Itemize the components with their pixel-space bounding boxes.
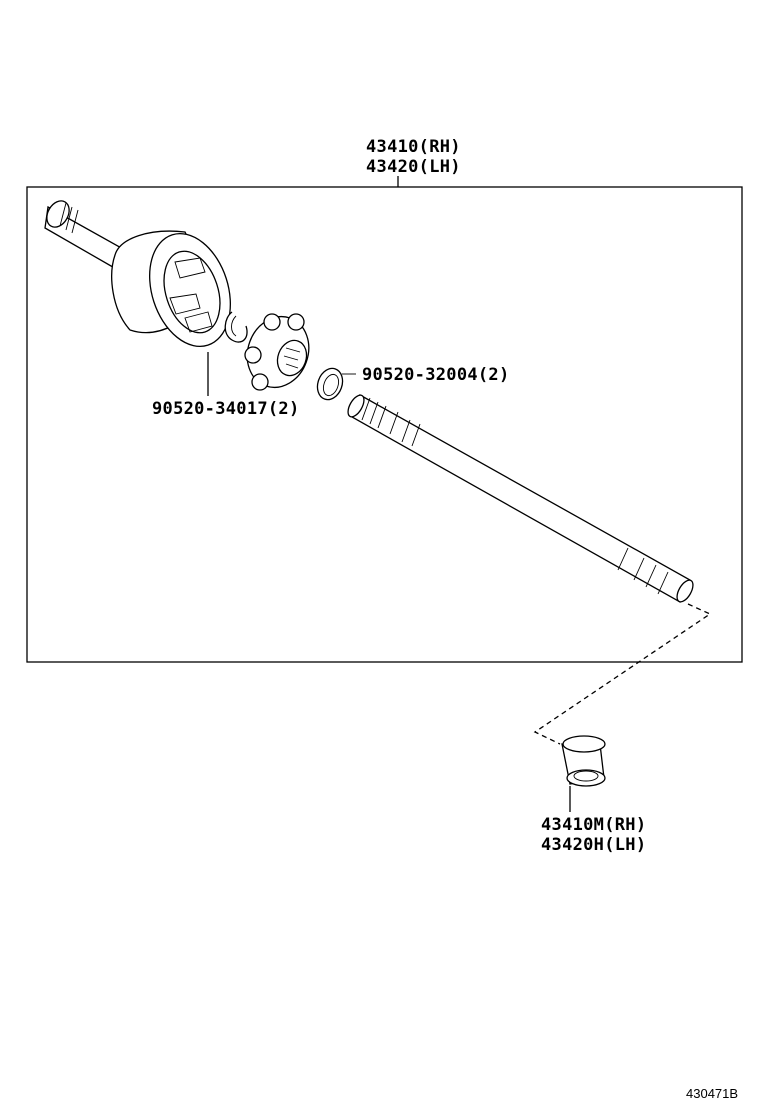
tripod-joint[interactable] bbox=[237, 308, 318, 396]
assembly-frame bbox=[26, 186, 743, 663]
label-assembly-lh[interactable]: 43420(LH) bbox=[366, 157, 461, 177]
snap-ring-inner[interactable] bbox=[313, 365, 346, 403]
label-snap-ring-outer[interactable]: 90520-34017(2) bbox=[152, 399, 300, 419]
label-bearing-rh[interactable]: 43410M(RH) bbox=[541, 815, 646, 835]
figure-reference: 430471B bbox=[686, 1086, 738, 1101]
drive-shaft[interactable] bbox=[345, 393, 696, 605]
dashed-leader-bearing bbox=[533, 603, 712, 745]
label-snap-ring-inner[interactable]: 90520-32004(2) bbox=[362, 365, 510, 385]
outer-cv-joint[interactable] bbox=[42, 197, 244, 357]
label-assembly-rh[interactable]: 43410(RH) bbox=[366, 137, 461, 157]
bearing-collar[interactable] bbox=[561, 735, 606, 787]
label-bearing-lh[interactable]: 43420H(LH) bbox=[541, 835, 646, 855]
snap-ring-outer[interactable] bbox=[224, 311, 248, 343]
